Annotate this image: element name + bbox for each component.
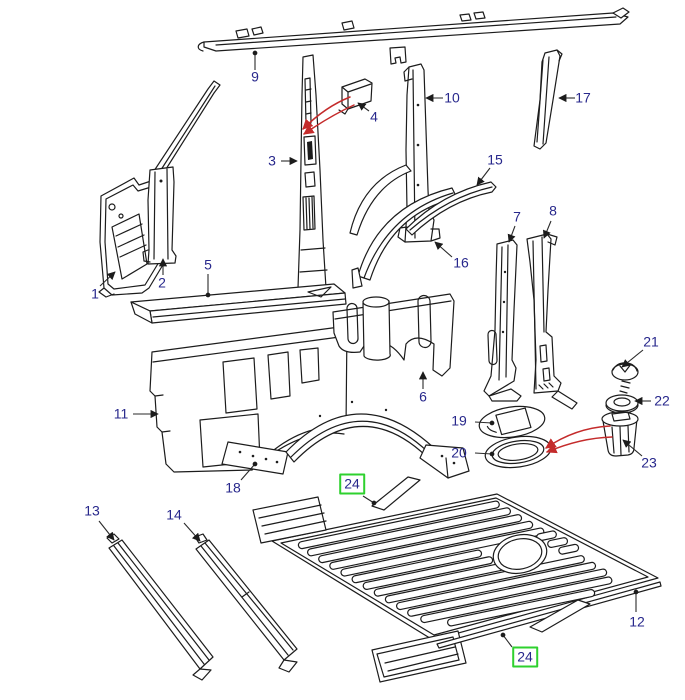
part-3-pillar: [296, 54, 332, 305]
part-6-inner-panel: [332, 293, 455, 377]
callout-18[interactable]: 18: [225, 479, 241, 496]
part-23-plug: [601, 411, 639, 457]
part-4-bracket: [338, 78, 373, 115]
part-7-pillar: [483, 239, 522, 402]
callout-13[interactable]: 13: [84, 502, 100, 519]
callout-8[interactable]: 8: [549, 202, 557, 219]
callout-20[interactable]: 20: [451, 444, 467, 461]
callout-1[interactable]: 1: [91, 285, 99, 302]
part-5-sill: [130, 283, 347, 324]
callout-14[interactable]: 14: [166, 506, 182, 523]
callout-6[interactable]: 6: [419, 388, 427, 405]
callout-22[interactable]: 22: [654, 392, 670, 409]
callout-24-top[interactable]: 24: [339, 473, 365, 495]
part-2-pillar: [142, 80, 221, 265]
callout-23[interactable]: 23: [641, 454, 657, 471]
part-14-rail: [194, 533, 298, 673]
part-9-rail: [197, 7, 630, 65]
callout-15[interactable]: 15: [487, 151, 503, 168]
part-12-floor-panel: [252, 476, 662, 683]
callout-16[interactable]: 16: [453, 254, 469, 271]
callout-4[interactable]: 4: [370, 108, 378, 125]
part-15-arch-strip: [405, 181, 497, 236]
callout-24-bottom[interactable]: 24: [512, 646, 538, 668]
reference-curves: [302, 96, 613, 454]
part-22-washer: [605, 394, 639, 414]
leader-lines: [98, 50, 651, 648]
callout-21[interactable]: 21: [643, 333, 659, 350]
part-17-pillar: [533, 49, 563, 150]
part-11-side-panel: [149, 325, 348, 473]
part-13-rail: [106, 533, 214, 681]
callout-19[interactable]: 19: [451, 412, 467, 429]
callout-7[interactable]: 7: [513, 208, 521, 225]
callout-10[interactable]: 10: [444, 89, 460, 106]
callout-12[interactable]: 12: [629, 613, 645, 630]
callout-2[interactable]: 2: [158, 274, 166, 291]
part-8-pillar: [526, 233, 578, 410]
callout-9[interactable]: 9: [251, 68, 259, 85]
part-16-wheel-arch: [349, 164, 458, 289]
callout-3[interactable]: 3: [268, 152, 276, 169]
part-18-wheelhouse: [221, 400, 470, 479]
callout-5[interactable]: 5: [204, 256, 212, 273]
callout-11[interactable]: 11: [113, 405, 129, 422]
callout-17[interactable]: 17: [575, 89, 591, 106]
part-19-gasket: [478, 405, 546, 439]
part-20-seal-ring: [484, 435, 552, 469]
